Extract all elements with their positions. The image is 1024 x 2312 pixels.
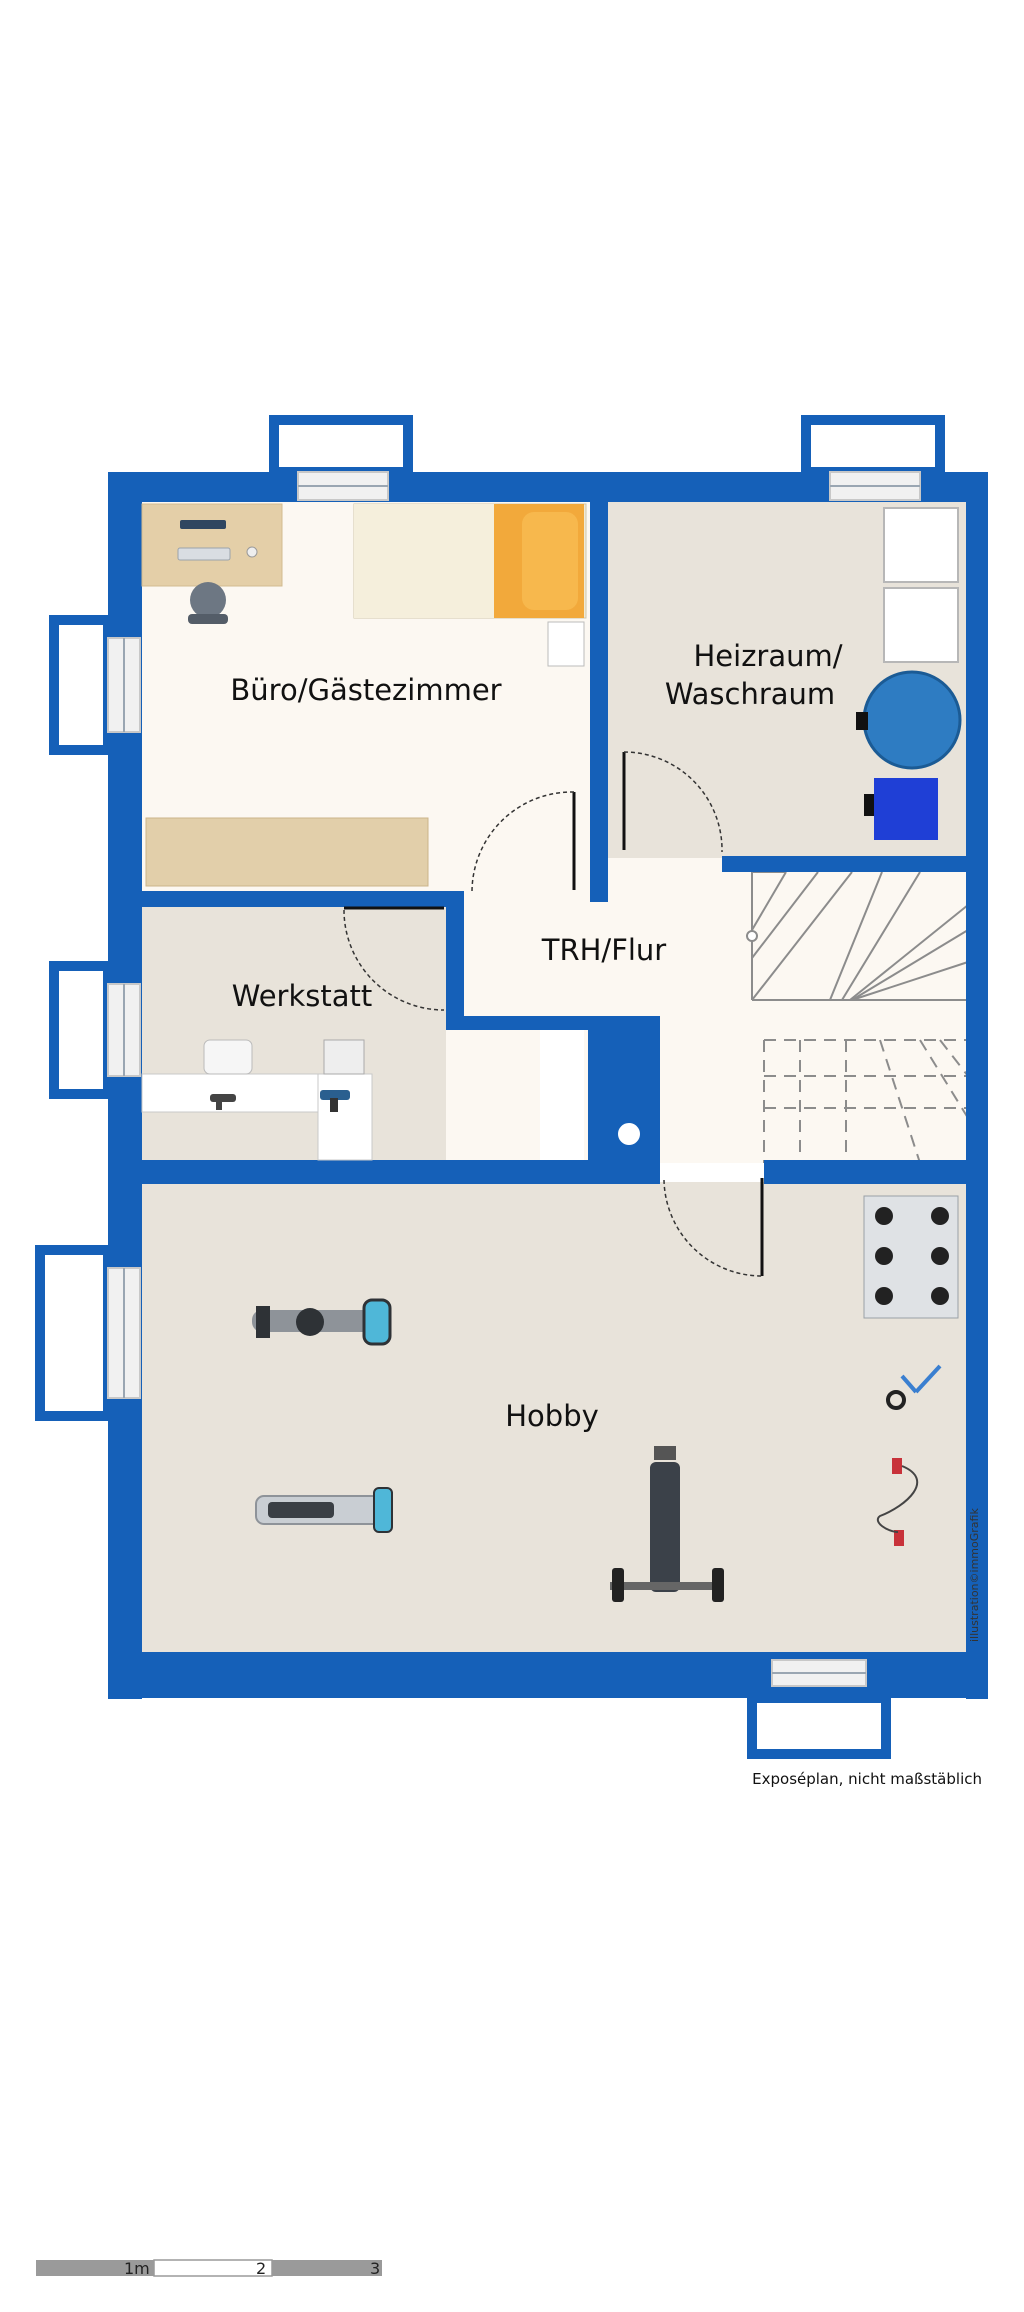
scale-label-2: 2 bbox=[256, 2259, 266, 2278]
door-heating bbox=[622, 751, 723, 853]
boiler-valve bbox=[864, 794, 874, 816]
exercise-bike-icon bbox=[252, 1298, 392, 1346]
window-bottom bbox=[747, 1659, 891, 1759]
pillar-recess bbox=[540, 1030, 584, 1160]
weight-bench-icon bbox=[610, 1446, 724, 1602]
outer-wall-right bbox=[966, 472, 988, 1699]
label-office: Büro/Gästezimmer bbox=[230, 673, 501, 707]
dumbbell-rack-icon bbox=[863, 1195, 959, 1319]
window-top-left bbox=[269, 415, 413, 501]
office-furniture bbox=[141, 503, 587, 887]
office-chair-icon bbox=[188, 582, 228, 624]
scale-label-1m: 1m bbox=[124, 2259, 150, 2278]
windows bbox=[35, 415, 945, 1759]
desk bbox=[141, 503, 283, 587]
vice bbox=[323, 1039, 365, 1075]
power-drill-icon bbox=[320, 1090, 350, 1112]
monitor bbox=[180, 520, 226, 529]
wall-office-heating bbox=[590, 500, 608, 902]
door-hobby bbox=[663, 1178, 764, 1277]
utility-appliances bbox=[856, 507, 962, 840]
heating-tank bbox=[862, 670, 962, 770]
hand-grip-icon bbox=[886, 1364, 942, 1410]
cross-trainer-icon bbox=[255, 1487, 393, 1533]
window-left-office bbox=[49, 615, 141, 755]
wardrobe bbox=[145, 817, 429, 887]
window-top-right bbox=[801, 415, 945, 501]
pipe-icon bbox=[616, 1121, 642, 1147]
wall-heating-bottom bbox=[722, 856, 968, 872]
window-left-workshop bbox=[49, 961, 141, 1099]
staircase bbox=[746, 871, 969, 1164]
wall-workshop-right bbox=[446, 891, 464, 1019]
bed bbox=[353, 503, 587, 619]
window-left-hobby bbox=[35, 1245, 141, 1421]
hobby-floor bbox=[140, 1182, 968, 1652]
walls bbox=[108, 472, 988, 1699]
scale-segment-3 bbox=[272, 2260, 382, 2276]
door-workshop bbox=[343, 906, 445, 1011]
boiler bbox=[874, 778, 938, 840]
wall-workshop-bottom bbox=[140, 1160, 660, 1184]
scale-segment-2 bbox=[153, 2259, 273, 2277]
label-heating-line1: Heizraum/ bbox=[693, 639, 842, 673]
wall-office-bottom-left bbox=[140, 891, 446, 907]
label-heating-line2: Waschraum bbox=[665, 677, 835, 711]
hall-floor-top bbox=[602, 858, 722, 898]
resistance-band-icon bbox=[877, 1458, 918, 1546]
hall-floor bbox=[446, 858, 968, 1163]
label-hobby: Hobby bbox=[505, 1399, 599, 1433]
dryer bbox=[883, 587, 959, 663]
workshop-stool bbox=[203, 1039, 253, 1075]
label-workshop: Werkstatt bbox=[232, 979, 373, 1013]
wall-hobby-top-right bbox=[764, 1160, 968, 1184]
keyboard bbox=[177, 547, 231, 561]
drill-icon bbox=[210, 1094, 236, 1110]
doors bbox=[343, 751, 764, 1277]
workbench-side bbox=[317, 1073, 373, 1161]
wall-workshop-notch bbox=[446, 1016, 596, 1030]
gym-equipment bbox=[252, 1195, 959, 1602]
plan-disclaimer: Exposéplan, nicht maßstäblich bbox=[752, 1770, 982, 1788]
illustration-credit: illustration©immoGrafik bbox=[968, 1508, 981, 1642]
workshop-furniture bbox=[141, 1039, 373, 1161]
heating-tank-valve bbox=[856, 712, 868, 730]
scale-segment-1 bbox=[36, 2260, 154, 2276]
scale-bar: 1m 2 3 bbox=[36, 2259, 382, 2278]
label-hall: TRH/Flur bbox=[541, 933, 667, 967]
door-office bbox=[471, 791, 576, 893]
mouse bbox=[246, 546, 258, 558]
scale-label-3: 3 bbox=[370, 2259, 380, 2278]
washing-machine bbox=[883, 507, 959, 583]
nightstand bbox=[547, 621, 585, 667]
